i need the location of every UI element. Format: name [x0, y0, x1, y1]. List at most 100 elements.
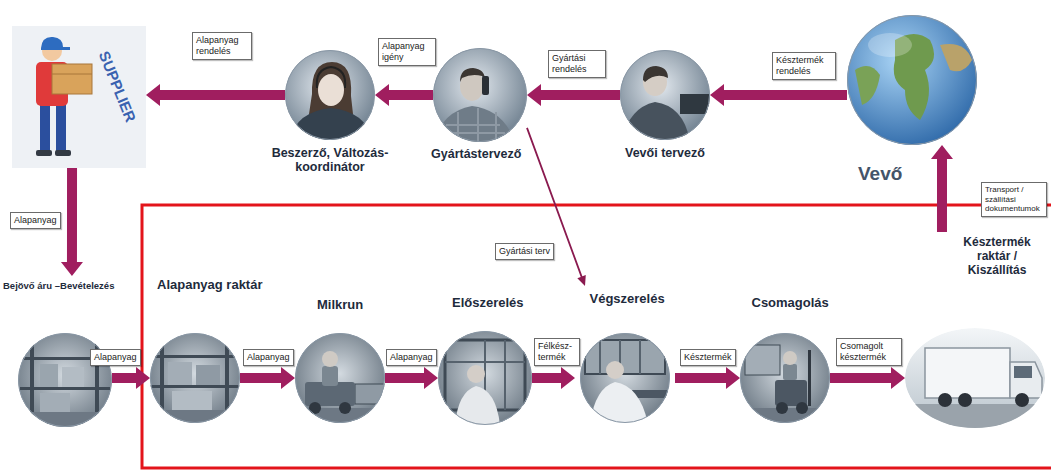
raw-store-photo: [150, 333, 240, 430]
flow-arrow: [532, 367, 575, 389]
circle-outline: [151, 334, 240, 423]
circle-outline: [295, 333, 385, 423]
circle-outline: [150, 333, 240, 423]
ocean: [847, 15, 977, 145]
node-heading: SUPPLIER: [95, 48, 139, 124]
crate: [62, 367, 84, 387]
flow-arrow: [527, 84, 620, 106]
text-slot: Előszerelés: [452, 296, 524, 311]
text-slot: Vevő: [858, 163, 902, 185]
text-slot: Alapanyag raktár: [157, 278, 263, 293]
driver-head: [322, 351, 338, 367]
truck-cab: [1010, 362, 1042, 398]
node-heading: Bejövő áru –Bevételezés: [3, 281, 114, 292]
label-slot: Alapanyag: [243, 349, 294, 366]
flow-callout: Késztermék: [680, 349, 736, 366]
plant-boundary: [142, 205, 1051, 468]
trailer: [925, 348, 1010, 398]
worker-body: [590, 382, 648, 424]
shipping-truck: Késztermék raktár / Kiszállítás: [905, 232, 1048, 428]
node-heading: Vevői tervező: [625, 146, 705, 160]
flow-callout: Alapanyag rendelés: [192, 32, 252, 60]
text-slot: Késztermék raktár / Kiszállítás: [947, 236, 1047, 277]
text-slot: Csomagolás: [752, 296, 829, 311]
rack-beam: [150, 385, 240, 388]
label-slot: Transport / szállítási dokumentumok: [981, 182, 1047, 217]
label-slot: Félkész- termék: [534, 338, 580, 366]
body: [434, 106, 516, 145]
flow-callout: Alapanyag: [10, 212, 61, 229]
label-slot: Csomagolt késztermék: [836, 338, 902, 366]
body: [622, 102, 690, 142]
node-heading: Végszerelés: [590, 292, 665, 307]
wheel: [796, 402, 808, 414]
node-heading: Milkrun: [317, 298, 363, 313]
circle-outline: [581, 334, 670, 423]
circle-outline: [439, 332, 532, 425]
shirt-check: [446, 108, 505, 145]
circle-outline: [19, 334, 112, 427]
flow-callout: Csomagolt késztermék: [836, 338, 902, 366]
flow-callout: Alapanyag igény: [378, 38, 436, 66]
cab-window: [1014, 366, 1032, 378]
flow-callout: Félkész- termék: [534, 338, 580, 366]
forklift-mast: [808, 350, 811, 406]
photo-ground: [438, 331, 532, 425]
label-slot: Gyártási terv: [495, 243, 554, 260]
node-heading: Vevő: [858, 163, 902, 185]
road: [905, 404, 1048, 430]
flow-arrow: [385, 367, 438, 389]
customer-planner-photo: [620, 50, 710, 142]
flow-arrow: [112, 367, 150, 389]
text-slot: Végszerelés: [590, 292, 665, 307]
process-circle: Csomagolás: [740, 333, 830, 423]
wheel: [1015, 393, 1029, 407]
flow-arrow: [61, 168, 83, 276]
monitor: [680, 94, 710, 114]
face: [318, 74, 344, 106]
circle-outline: [847, 15, 977, 145]
land: [855, 66, 880, 105]
rack-beam: [150, 355, 240, 358]
goods-in-photo: [18, 333, 112, 432]
circle-outline: [285, 50, 375, 140]
photo-ground: [740, 333, 830, 423]
driver: [783, 364, 797, 380]
planner-photo: [433, 48, 527, 145]
text-slot: Vevői tervező: [625, 146, 705, 160]
circle-outline: [848, 16, 977, 145]
crate: [172, 391, 212, 411]
worker-head: [467, 365, 485, 383]
driver: [322, 366, 338, 386]
phone: [482, 76, 489, 95]
hair: [643, 66, 668, 82]
flow-callout: Késztermék rendelés: [772, 52, 836, 80]
circle-outline: [433, 48, 527, 142]
flow-arrow: [675, 367, 740, 389]
worker-head: [606, 361, 624, 379]
flow-arrow: [375, 84, 433, 106]
supplier-shoe: [36, 150, 52, 156]
circle-outline: [296, 334, 385, 423]
hair: [460, 68, 485, 82]
supplier-figure: [12, 26, 146, 168]
photo-ground: [295, 333, 385, 423]
trailer: [355, 384, 385, 404]
globe-shine: [868, 33, 912, 57]
globe: [847, 15, 977, 145]
supplier-ground: [12, 26, 146, 168]
process-circle: Végszerelés: [575, 286, 675, 423]
floor: [18, 412, 112, 432]
label-slot: Késztermék rendelés: [772, 52, 836, 80]
role-circle: Gyártástervező: [433, 48, 527, 142]
photo-ground: [150, 333, 240, 423]
photo-ground: [580, 333, 670, 423]
flow-arrow: [240, 367, 295, 389]
floor: [150, 410, 240, 430]
buyer-photo: [285, 50, 375, 142]
bench: [632, 390, 670, 398]
wheel: [776, 402, 788, 414]
crate: [40, 364, 58, 387]
rack-beam: [20, 387, 110, 390]
